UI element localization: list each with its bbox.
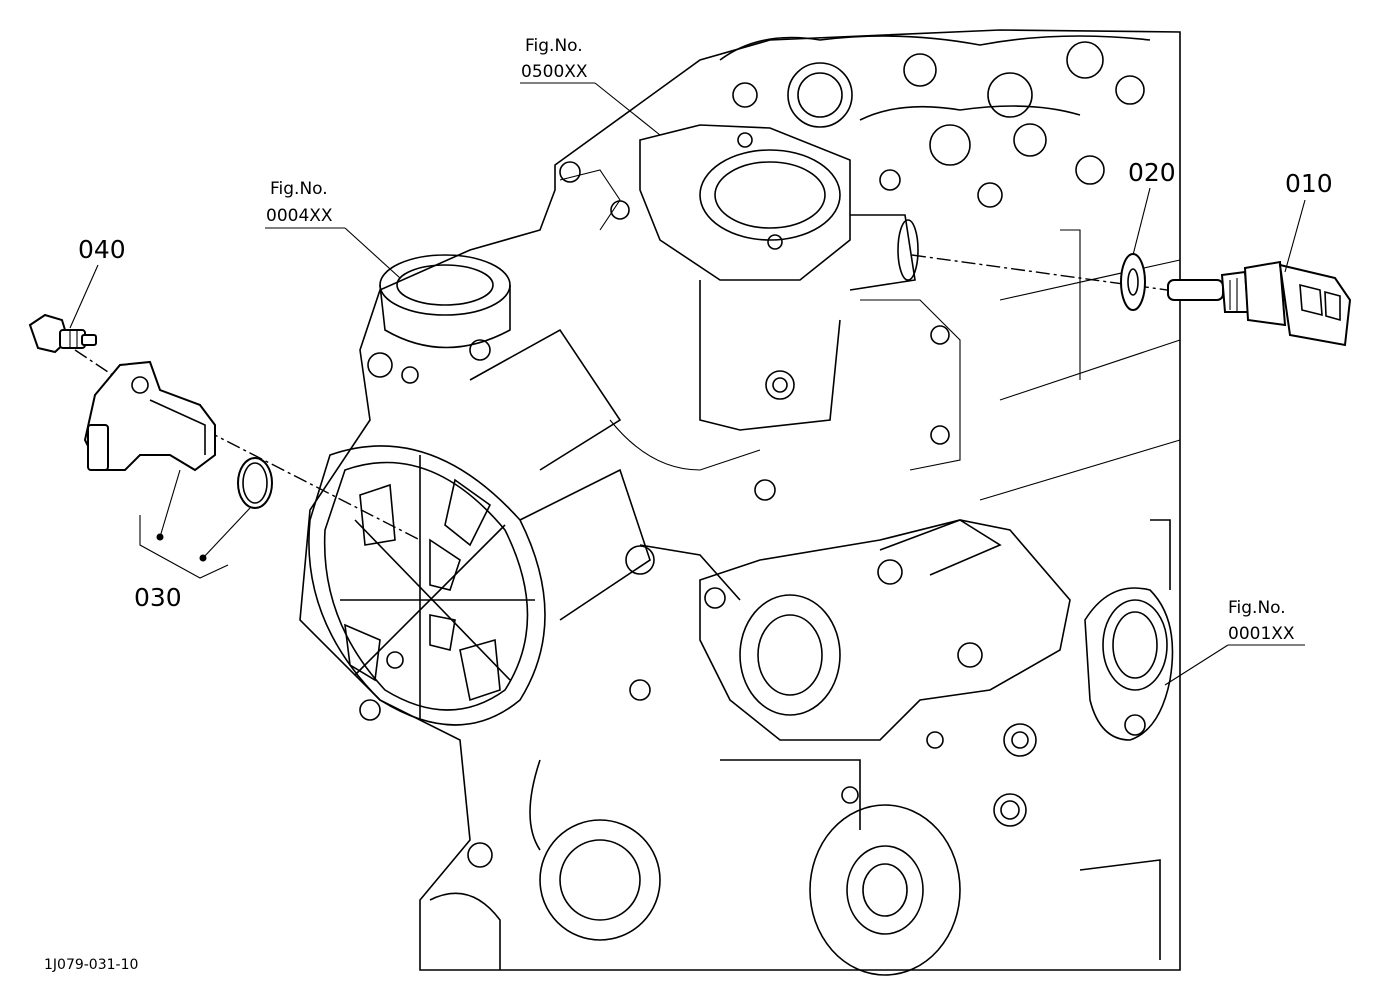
block-ribs	[559, 161, 1181, 501]
fan-cover	[308, 328, 651, 726]
drawing-code: 1J079-031-10	[44, 957, 138, 973]
engine-block-drawing	[299, 29, 1181, 976]
water-pump	[625, 479, 1071, 741]
right-port	[1084, 519, 1174, 741]
fig-ref-0001[interactable]: Fig.No. 0001XX	[1228, 598, 1295, 644]
leader-lines	[69, 82, 1306, 686]
water-inlet-pipe	[367, 254, 511, 384]
callout-040[interactable]: 040	[78, 235, 126, 264]
part-030-bracket	[139, 469, 251, 579]
part-030-sensor[interactable]	[83, 360, 273, 509]
thermostat-housing	[639, 124, 919, 431]
gear-case	[429, 679, 1161, 976]
fig-ref-0001-line1: Fig.No.	[1228, 598, 1286, 618]
fig-ref-0004-line2[interactable]: 0004XX	[266, 206, 333, 226]
fig-ref-0500[interactable]: Fig.No. 0500XX	[521, 36, 588, 82]
part-020-washer[interactable]	[1120, 253, 1146, 311]
callout-030[interactable]: 030	[134, 583, 182, 612]
part-010-temp-sensor[interactable]	[1167, 260, 1352, 347]
callout-010[interactable]: 010	[1285, 169, 1333, 198]
fig-ref-0004-line1: Fig.No.	[270, 179, 328, 199]
fig-ref-0500-line1: Fig.No.	[525, 36, 583, 56]
callout-020[interactable]: 020	[1128, 158, 1176, 187]
fig-ref-0500-line2[interactable]: 0500XX	[521, 62, 588, 82]
fig-ref-0001-line2[interactable]: 0001XX	[1228, 624, 1295, 644]
part-040-bolt[interactable]	[28, 313, 97, 354]
head-bosses	[719, 35, 1151, 208]
fig-ref-0004[interactable]: Fig.No. 0004XX	[266, 179, 333, 226]
